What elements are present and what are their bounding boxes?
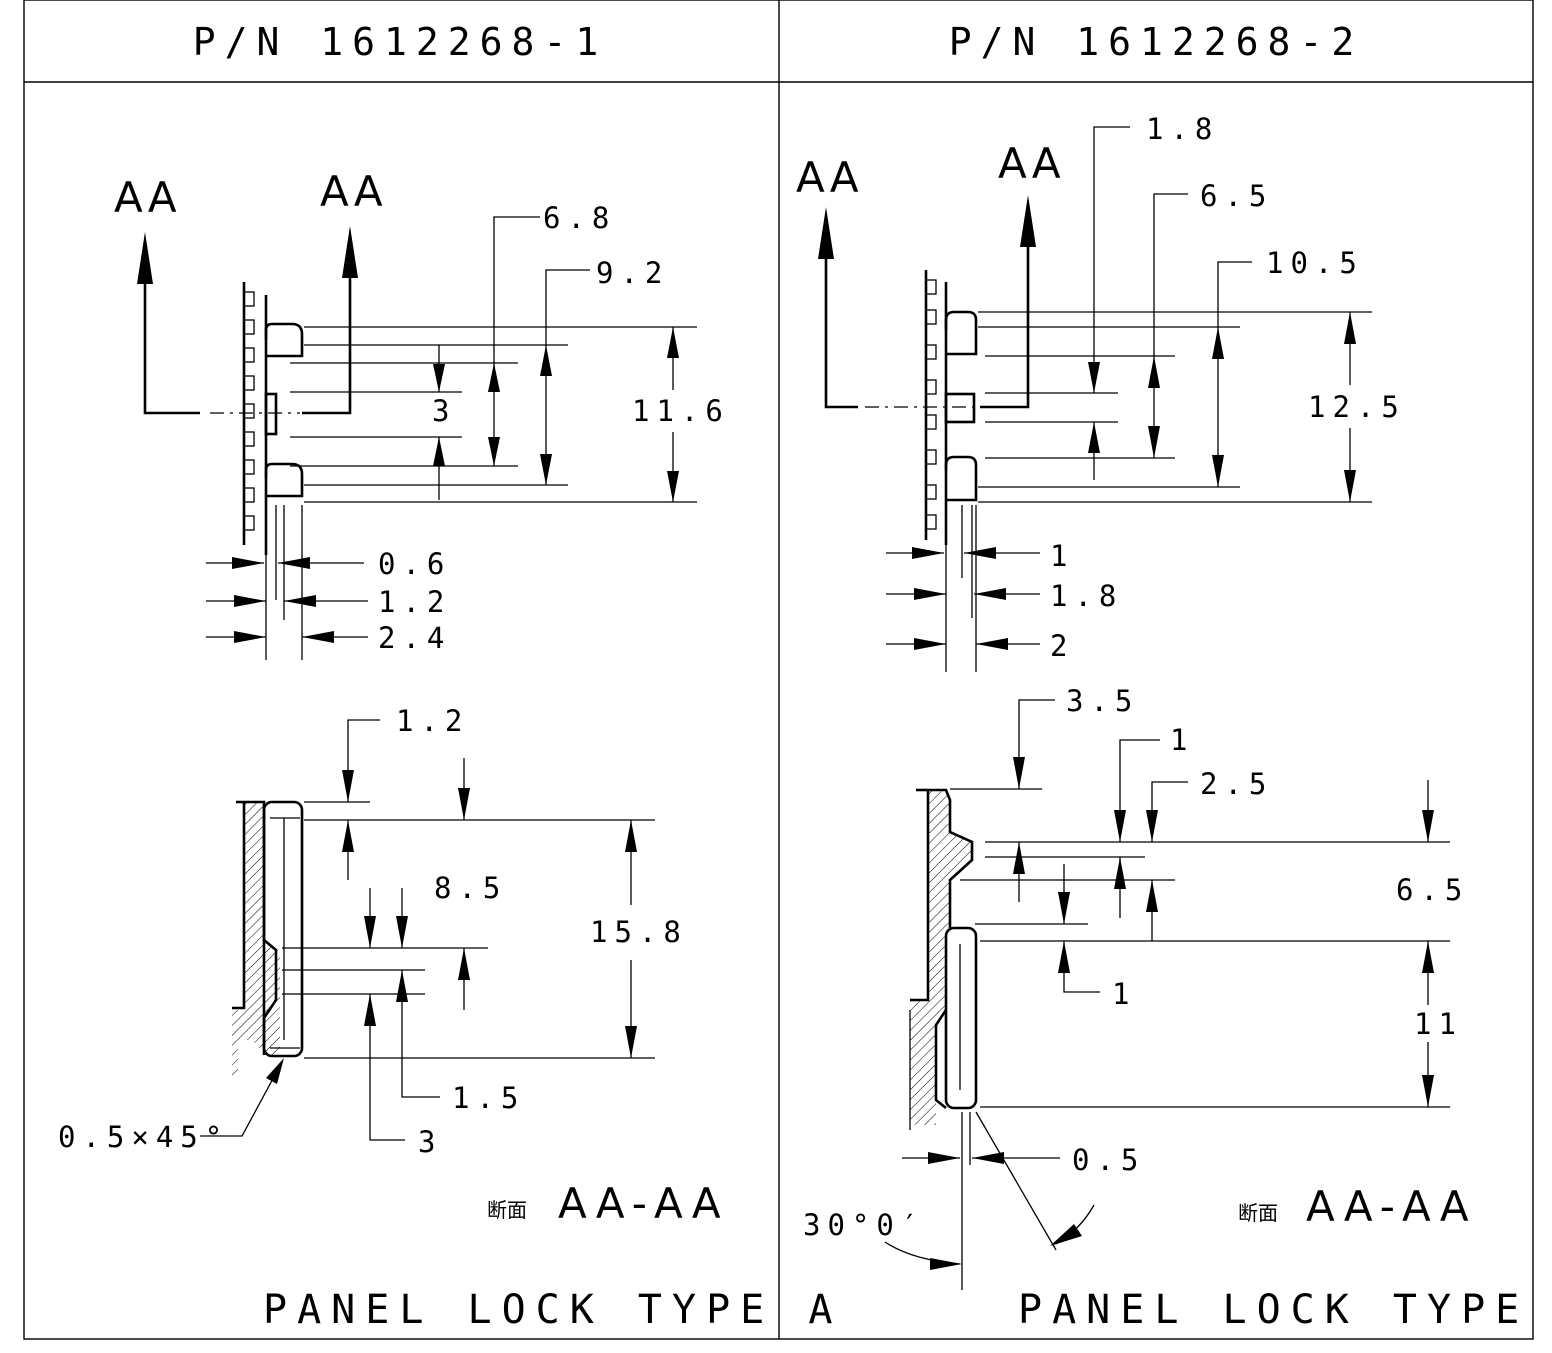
section-label-a: AA-AA — [558, 1179, 729, 1228]
dim-sec-1-5: 1.5 — [452, 1081, 525, 1115]
dim-3: 3 — [432, 394, 456, 428]
connector-body-a — [242, 282, 304, 555]
section-mark-left-b: AA — [796, 153, 863, 202]
dim-b-1-8: 1.8 — [1146, 112, 1219, 146]
dim-b-12-5: 12.5 — [1308, 390, 1406, 424]
dim-2-4: 2.4 — [378, 621, 451, 655]
dim-b-6-5: 6.5 — [1200, 179, 1273, 213]
section-body-a — [232, 800, 304, 1075]
section-arrow-right-b — [980, 195, 1036, 409]
dim-11-6: 11.6 — [632, 394, 730, 428]
dim-chamfer: 0.5×45° — [58, 1120, 229, 1154]
panel-b-front-view: AA AA — [796, 112, 1406, 672]
dim-6-8: 6.8 — [543, 201, 616, 235]
section-label-b: AA-AA — [1306, 1182, 1477, 1231]
dim-1-2: 1.2 — [378, 585, 451, 619]
section-arrow-left — [137, 232, 200, 415]
front-dims-b: 1.8 6.5 10.5 12.5 — [886, 112, 1406, 672]
dim-sec-3: 3 — [418, 1125, 442, 1159]
section-mark-right-b: AA — [998, 139, 1065, 188]
dim-b-1: 1 — [1050, 539, 1074, 573]
dim-b-10-5: 10.5 — [1266, 246, 1364, 280]
section-mark-right: AA — [320, 167, 387, 216]
section-label-cjk-a: 断面 — [487, 1198, 527, 1222]
connector-body-b — [924, 270, 978, 545]
dim-sec-1-2: 1.2 — [396, 704, 469, 738]
dim-sec-15-8: 15.8 — [590, 915, 688, 949]
panel-b-section-view: 3.5 1 2.5 6.5 1 11 0.5 — [803, 684, 1477, 1290]
caption-type-b: PANEL LOCK TYPE B — [1018, 1287, 1552, 1333]
part-number-a: P/N 1612268-1 — [193, 20, 607, 64]
front-dims-a: 6.8 9.2 3 11.6 — [206, 201, 730, 660]
dim-b-sec-11: 11 — [1414, 1007, 1463, 1041]
part-number-b: P/N 1612268-2 — [949, 20, 1363, 64]
section-label-cjk-b: 断面 — [1238, 1201, 1278, 1225]
section-arrow-right — [302, 226, 358, 415]
dim-b-sec-3-5: 3.5 — [1066, 684, 1139, 718]
dim-b-2: 2 — [1050, 629, 1074, 663]
dim-9-2: 9.2 — [596, 256, 669, 290]
section-mark-left: AA — [114, 173, 181, 222]
sheet-frame — [23, 0, 1534, 1340]
dim-sec-8-5: 8.5 — [434, 871, 507, 905]
dim-b-sec-1-lower: 1 — [1112, 977, 1136, 1011]
dim-b-sec-0-5: 0.5 — [1072, 1143, 1145, 1177]
panel-a-front-view: AA AA — [114, 167, 730, 660]
dim-b-sec-1-upper: 1 — [1170, 723, 1194, 757]
section-body-b — [909, 788, 978, 1130]
dim-b-sec-2-5: 2.5 — [1200, 767, 1273, 801]
dim-b-sec-6-5: 6.5 — [1396, 873, 1469, 907]
panel-a-section-view: 1.2 8.5 15.8 1.5 3 0.5×45° 断面 AA-AA — [58, 704, 729, 1228]
dim-b-sec-angle: 30°0′ — [803, 1208, 925, 1242]
caption-type-a: PANEL LOCK TYPE A — [263, 1287, 842, 1333]
dim-0-6: 0.6 — [378, 547, 451, 581]
dim-b-1-8-lower: 1.8 — [1050, 579, 1123, 613]
section-arrow-left-b — [818, 207, 858, 409]
